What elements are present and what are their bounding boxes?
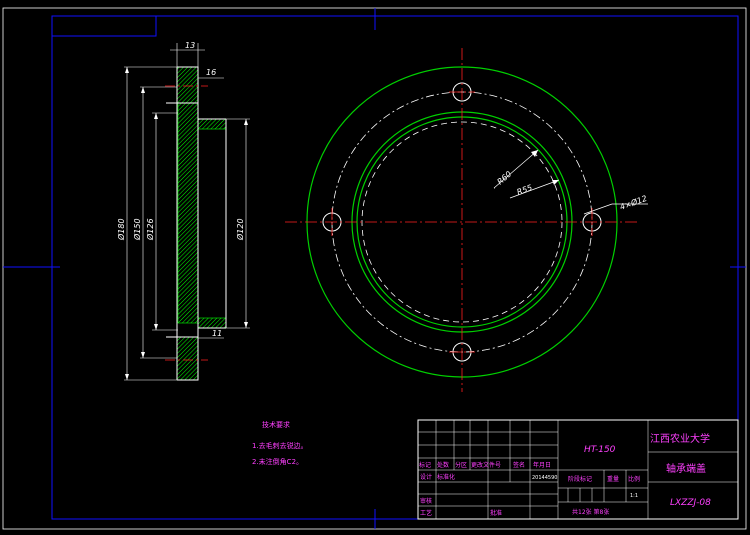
tb-date: 20144590 (532, 475, 557, 481)
title-block: 标记 处数 分区 更改文件号 签名 年月日 设计 标准化 20144590 审核… (417, 419, 739, 520)
dim-dia-120: Ø120 (235, 218, 245, 241)
tb-material: HT-150 (584, 445, 616, 455)
dim-dia-150: Ø150 (132, 218, 142, 241)
notes-title: 技术要求 (262, 420, 290, 429)
tb-label-weight: 重量 (607, 475, 619, 483)
notes-line-2: 2.未注倒角C2。 (252, 457, 303, 466)
tb-drawing-no: LXZZJ-08 (670, 498, 711, 508)
tb-school: 江西农业大学 (650, 432, 710, 445)
sheet-frame (2, 7, 747, 530)
tb-label-process: 工艺 (420, 509, 432, 517)
tb-label-zone: 分区 (455, 461, 467, 469)
dim-width-13: 13 (185, 41, 195, 50)
dim-width-16: 16 (206, 68, 216, 77)
tb-label-mark: 标记 (419, 461, 431, 469)
tb-label-change-no: 更改文件号 (471, 461, 501, 469)
tb-label-scale: 比例 (628, 475, 640, 483)
dim-width-11: 11 (212, 329, 222, 338)
tb-scale: 1:1 (630, 493, 638, 499)
notes-line-1: 1.去毛刺去锐边。 (252, 441, 308, 450)
tb-label-design: 设计 (420, 473, 432, 481)
plan-view: R60 R55 4×Ø12 (285, 48, 648, 392)
tb-label-stage-mark: 阶段标记 (568, 475, 592, 483)
tb-label-standardize: 标准化 (437, 473, 455, 481)
tb-label-sign: 签名 (513, 461, 525, 469)
tb-label-approve: 批准 (490, 509, 502, 517)
section-view: 13 16 11 Ø180 Ø150 Ø126 Ø120 (116, 41, 250, 381)
tb-label-count: 处数 (437, 461, 449, 469)
dim-r55: R55 (516, 183, 534, 197)
dim-holes: 4×Ø12 (618, 193, 648, 212)
dim-dia-126: Ø126 (145, 218, 155, 241)
tb-label-ymd: 年月日 (533, 461, 551, 469)
technical-notes: 技术要求 1.去毛刺去锐边。 2.未注倒角C2。 (252, 420, 308, 466)
dim-r60: R60 (496, 170, 514, 187)
tb-label-review: 审核 (420, 497, 432, 505)
tb-part-name: 轴承端盖 (666, 462, 706, 475)
tb-sheets: 共12张 第8张 (572, 508, 609, 516)
dim-dia-180: Ø180 (116, 218, 126, 241)
